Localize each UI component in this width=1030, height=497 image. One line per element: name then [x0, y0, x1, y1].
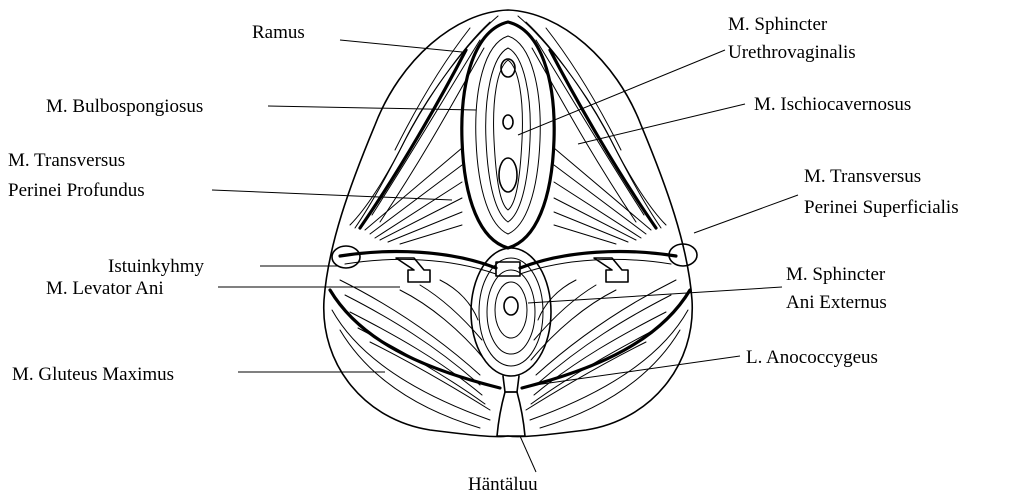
bulbospongiosus [462, 22, 554, 248]
transverse-band [340, 252, 676, 276]
label-ramus: Ramus [252, 22, 305, 43]
label-transversus-profundus-2: Perinei Profundus [8, 180, 145, 201]
vaginal-opening [499, 158, 517, 192]
label-anococcygeus: L. Anococcygeus [746, 347, 878, 368]
levator-ani-fibres [340, 280, 676, 410]
label-transversus-superficialis-2: Perinei Superficialis [804, 197, 959, 218]
label-hantaluu: Häntäluu [468, 474, 538, 495]
right-arrow-mark [594, 258, 628, 282]
ischial-tuberosity-left [332, 246, 360, 268]
anal-sphincter [471, 248, 551, 376]
label-bulbospongiosus: M. Bulbospongiosus [46, 96, 203, 117]
label-sphincter-urethrovaginalis-1: M. Sphincter [728, 14, 828, 35]
gluteus-arc [330, 290, 690, 428]
outer-outline [324, 10, 692, 437]
coccyx [497, 392, 525, 436]
label-sphincter-ani-1: M. Sphincter [786, 264, 886, 285]
label-gluteus-maximus: M. Gluteus Maximus [12, 364, 174, 385]
label-istuinkyhmy: Istuinkyhmy [108, 256, 205, 277]
left-arrow-mark [396, 258, 430, 282]
label-sphincter-ani-2: Ani Externus [786, 292, 887, 313]
transversus-profundus [365, 148, 651, 244]
anococcygeal-ligament [503, 376, 519, 392]
label-ischiocavernosus: M. Ischiocavernosus [754, 94, 911, 115]
ischiocavernosus-bundles [360, 40, 656, 228]
label-transversus-profundus-1: M. Transversus [8, 150, 125, 171]
label-sphincter-urethrovaginalis-2: Urethrovaginalis [728, 42, 856, 63]
label-levator-ani: M. Levator Ani [46, 278, 164, 299]
label-transversus-superficialis-1: M. Transversus [804, 166, 921, 187]
urethra-lumen [503, 115, 513, 129]
leader-lines [212, 40, 798, 472]
urethral-opening [501, 59, 515, 77]
